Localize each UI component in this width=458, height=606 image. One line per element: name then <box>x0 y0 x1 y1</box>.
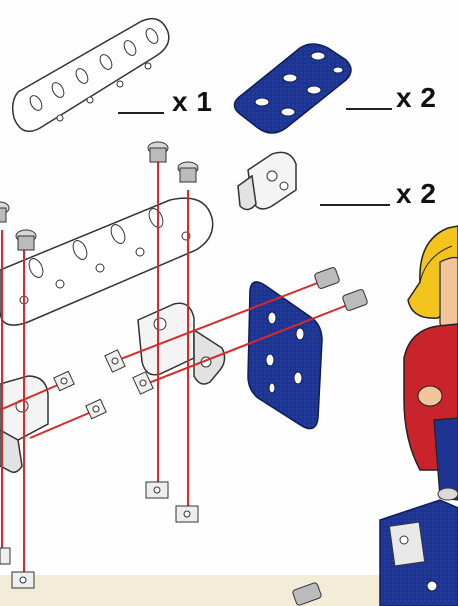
angle-bracket-icon <box>238 152 296 209</box>
quantity-label-strip: x 1 <box>172 86 212 118</box>
bolt-icon <box>314 267 340 290</box>
nut-icon <box>86 399 106 418</box>
leader-line <box>320 204 390 206</box>
leader-line <box>346 108 392 110</box>
nut-icon <box>0 548 10 564</box>
bolt-icon <box>148 142 168 162</box>
bolt-icon <box>178 162 198 182</box>
perforated-strip-icon <box>13 19 169 132</box>
nut-icon <box>54 371 74 390</box>
nut-icon <box>146 482 168 498</box>
bolt-icon <box>16 230 36 250</box>
flat-plate-icon <box>234 44 351 133</box>
quantity-label-plate: x 2 <box>396 82 436 114</box>
cartoon-character <box>380 226 458 606</box>
leader-line <box>118 112 164 114</box>
nut-icon <box>176 506 198 522</box>
assembly-blue-plate <box>248 282 322 429</box>
assembly-angle-bracket-right <box>138 303 225 384</box>
quantity-label-bracket: x 2 <box>396 178 436 210</box>
bolt-icon <box>342 289 368 312</box>
bolt-icon <box>0 202 9 222</box>
nut-icon <box>12 572 34 588</box>
nut-icon <box>105 350 125 372</box>
nut-icon <box>133 372 153 394</box>
